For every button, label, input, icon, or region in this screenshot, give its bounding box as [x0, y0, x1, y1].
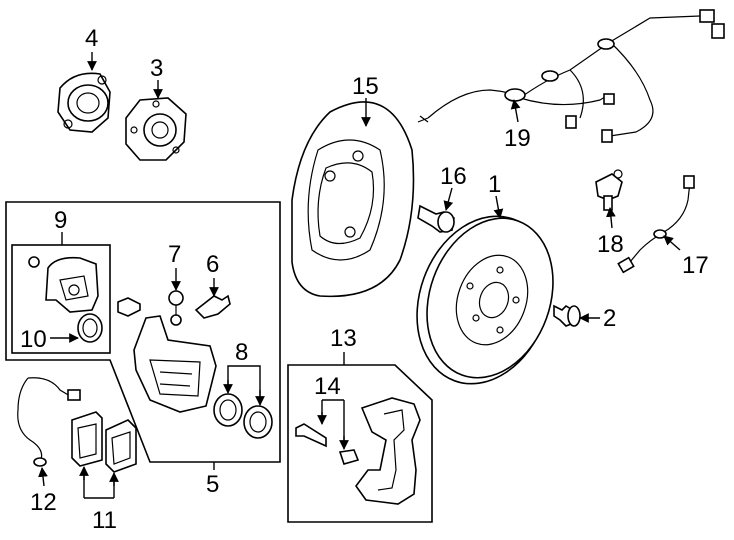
caliper-bracket-part: [355, 397, 421, 505]
leader-19: [510, 99, 521, 123]
callout-3: 3: [150, 55, 163, 82]
speed-sensor-part: [595, 169, 623, 211]
caliper-bracket-box: [287, 364, 433, 523]
seal-ring-part: [77, 313, 103, 343]
bleeder-valve-part: [194, 294, 231, 319]
pad-wear-sensor-part: [17, 377, 81, 467]
callout-7: 7: [168, 241, 181, 268]
caliper-assembly-box: [5, 201, 281, 463]
callout-12: 12: [30, 489, 57, 516]
callout-6: 6: [206, 251, 219, 278]
wiring-harness-part: [417, 9, 725, 143]
callout-17: 17: [682, 252, 709, 279]
callout-13: 13: [330, 325, 357, 352]
callout-11: 11: [92, 507, 117, 534]
splash-shield-part: [291, 101, 415, 298]
callout-8: 8: [235, 339, 248, 366]
callout-9: 9: [54, 207, 67, 234]
guide-pin-part: [168, 290, 184, 326]
leader-1: [493, 195, 504, 219]
brake-pad-inner-part: [71, 411, 103, 467]
callout-14: 14: [314, 373, 341, 400]
piston-boot-part: [243, 405, 273, 439]
leader-18: [606, 207, 616, 229]
callout-19: 19: [504, 125, 531, 152]
callout-18: 18: [597, 231, 624, 258]
seal-ring-inner: [82, 318, 98, 338]
guide-bolt-short-part: [338, 449, 360, 465]
leader-17: [663, 235, 681, 251]
caliper-body-part: [133, 315, 217, 413]
shield-bolt-part: [417, 204, 455, 233]
callout-10: 10: [20, 326, 47, 353]
leader-12: [38, 467, 48, 487]
brake-rotor-part: [416, 215, 554, 385]
callout-1: 1: [488, 171, 501, 198]
caliper-housing-part: [28, 256, 99, 313]
guide-bolt-long-part: [295, 423, 327, 448]
callout-2: 2: [603, 305, 616, 332]
rotor-screw-part: [553, 304, 581, 327]
caliper-bolt-part: [117, 297, 141, 317]
wear-sensor-part: [617, 175, 695, 274]
callout-16: 16: [440, 163, 467, 190]
brake-pad-outer-part: [105, 419, 137, 473]
caliper-housing-box: [11, 244, 111, 354]
wheel-hub-part: [125, 97, 187, 161]
callout-4: 4: [85, 25, 98, 52]
callout-5: 5: [206, 471, 219, 498]
leader-11: [83, 470, 115, 499]
callout-15: 15: [352, 73, 379, 100]
leader-16: [443, 187, 454, 211]
piston-part: [213, 393, 243, 427]
wheel-bearing-part: [57, 72, 111, 133]
